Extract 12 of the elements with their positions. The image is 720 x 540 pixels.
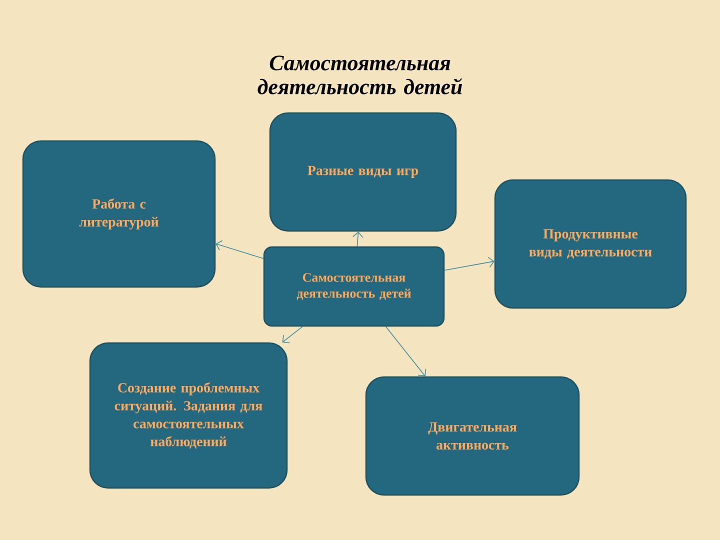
- center-box: Самостоятельная деятельность детей: [263, 246, 445, 327]
- arrow: [216, 240, 264, 259]
- arrow: [385, 326, 426, 376]
- rounded-box: Двигательная активность: [365, 376, 580, 496]
- rounded-box: Разные виды игр: [269, 112, 457, 232]
- arrow: [444, 256, 494, 271]
- arrow: [282, 326, 303, 344]
- rounded-box: Создание проблемных ситуаций. Задания для самостоятельных наблюдений: [89, 342, 288, 489]
- rounded-box: Работа с литературой: [22, 140, 216, 288]
- arrow: [352, 232, 364, 247]
- rounded-box: Продуктивные виды деятельности: [494, 179, 687, 309]
- title: Самостоятельная деятельность детей: [258, 56, 462, 94]
